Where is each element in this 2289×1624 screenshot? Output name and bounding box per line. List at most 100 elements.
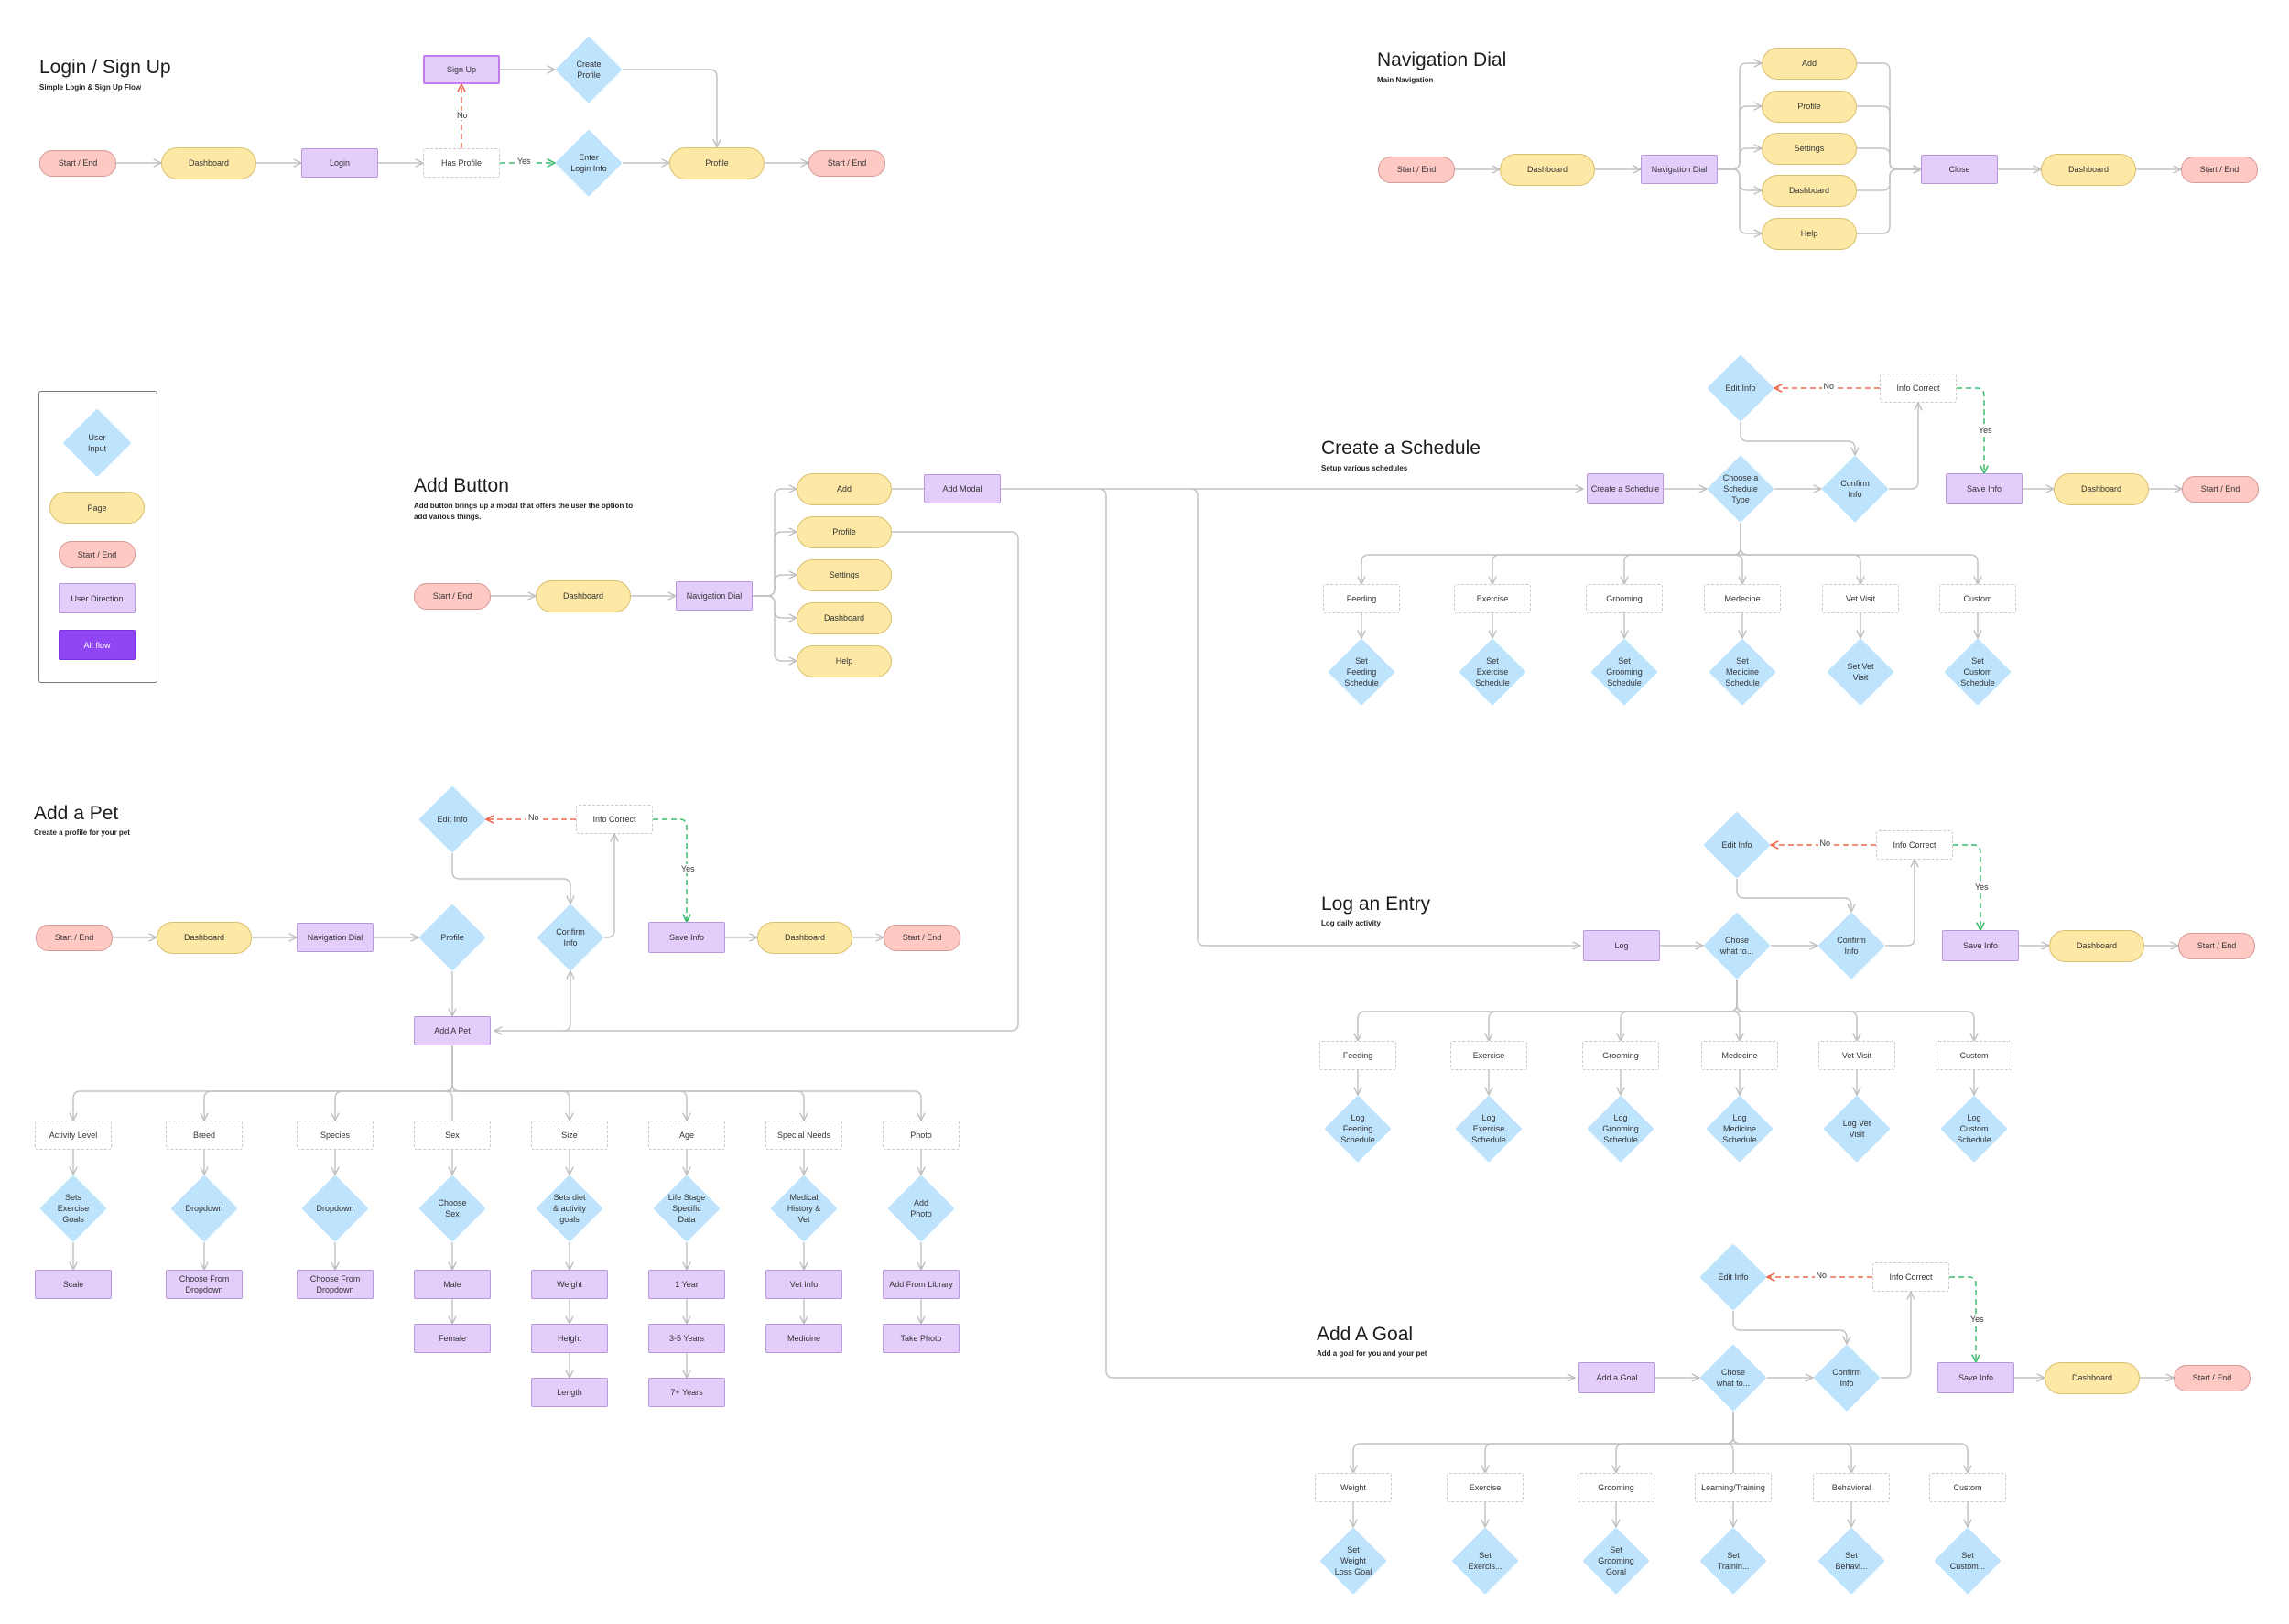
add-goal-save-info-node[interactable]: Save Info <box>1937 1362 2014 1393</box>
login-enter-info-node[interactable]: Enter Login Info <box>555 129 623 197</box>
add-goal-confirm-node[interactable]: Confirm Info <box>1813 1344 1881 1412</box>
pet-attribute-choice-node[interactable]: Add From Library <box>883 1270 960 1299</box>
pet-attribute-input-node[interactable]: Dropdown <box>301 1175 369 1242</box>
pet-attribute-node[interactable]: Special Needs <box>765 1121 842 1150</box>
log-entry-dashboard-node[interactable]: Dashboard <box>2049 929 2144 962</box>
addbtn-option-help-node[interactable]: Help <box>797 644 892 677</box>
add-goal-choose-node[interactable]: Chose what to... <box>1699 1344 1767 1412</box>
log-entry-option-input-node[interactable]: Log Feeding Schedule <box>1324 1095 1392 1163</box>
schedule-info-correct-node[interactable]: Info Correct <box>1880 374 1957 403</box>
pet-attribute-input-node[interactable]: Medical History & Vet <box>770 1175 838 1242</box>
login-dashboard-node[interactable]: Dashboard <box>161 146 256 179</box>
login-has-profile-node[interactable]: Has Profile <box>423 148 500 178</box>
pet-info-correct-node[interactable]: Info Correct <box>576 805 653 834</box>
schedule-option-input-node[interactable]: Set Feeding Schedule <box>1328 638 1395 706</box>
pet-attribute-choice-node[interactable]: Medicine <box>765 1324 842 1353</box>
add-goal-option-input-node[interactable]: Set Custom... <box>1934 1527 2002 1595</box>
nav-option-profile-node[interactable]: Profile <box>1762 90 1857 123</box>
addbtn-dial-node[interactable]: Navigation Dial <box>676 581 753 611</box>
add-goal-option-node[interactable]: Behavioral <box>1813 1473 1890 1502</box>
schedule-confirm-node[interactable]: Confirm Info <box>1821 455 1889 523</box>
add-goal-option-node[interactable]: Custom <box>1929 1473 2006 1502</box>
schedule-option-input-node[interactable]: Set Medicine Schedule <box>1709 638 1776 706</box>
pet-attribute-node[interactable]: Sex <box>414 1121 491 1150</box>
nav-end-node[interactable]: Start / End <box>2181 156 2258 183</box>
pet-add-pet-node[interactable]: Add A Pet <box>414 1016 491 1045</box>
schedule-option-node[interactable]: Custom <box>1939 584 2016 613</box>
log-entry-option-input-node[interactable]: Log Custom Schedule <box>1940 1095 2008 1163</box>
log-entry-option-node[interactable]: Vet Visit <box>1818 1041 1895 1070</box>
log-entry-option-node[interactable]: Grooming <box>1582 1041 1659 1070</box>
pet-profile-node[interactable]: Profile <box>418 904 486 971</box>
addbtn-option-profile-node[interactable]: Profile <box>797 515 892 548</box>
pet-attribute-choice-node[interactable]: 1 Year <box>648 1270 725 1299</box>
pet-attribute-input-node[interactable]: Dropdown <box>170 1175 238 1242</box>
schedule-save-info-node[interactable]: Save Info <box>1946 473 2023 504</box>
pet-attribute-choice-node[interactable]: Male <box>414 1270 491 1299</box>
nav-option-help-node[interactable]: Help <box>1762 217 1857 250</box>
add-goal-dashboard-node[interactable]: Dashboard <box>2045 1361 2140 1394</box>
nav-dial-node[interactable]: Navigation Dial <box>1641 155 1718 184</box>
add-goal-option-node[interactable]: Weight <box>1315 1473 1392 1502</box>
login-end-node[interactable]: Start / End <box>808 149 885 177</box>
addbtn-start-node[interactable]: Start / End <box>414 582 491 610</box>
log-entry-option-input-node[interactable]: Log Grooming Schedule <box>1587 1095 1654 1163</box>
log-entry-save-info-node[interactable]: Save Info <box>1942 930 2019 961</box>
log-entry-option-input-node[interactable]: Log Medicine Schedule <box>1706 1095 1774 1163</box>
add-goal-entry-node[interactable]: Add a Goal <box>1578 1362 1655 1393</box>
pet-dial-node[interactable]: Navigation Dial <box>297 923 374 952</box>
pet-save-info-node[interactable]: Save Info <box>648 922 725 953</box>
pet-attribute-choice-node[interactable]: Weight <box>531 1270 608 1299</box>
schedule-option-node[interactable]: Medecine <box>1704 584 1781 613</box>
schedule-option-input-node[interactable]: Set Custom Schedule <box>1944 638 2012 706</box>
pet-attribute-choice-node[interactable]: Take Photo <box>883 1324 960 1353</box>
log-entry-end-node[interactable]: Start / End <box>2178 932 2255 959</box>
pet-attribute-choice-node[interactable]: Choose From Dropdown <box>166 1270 243 1299</box>
add-goal-option-input-node[interactable]: Set Weight Loss Goal <box>1319 1527 1387 1595</box>
addbtn-modal-node[interactable]: Add Modal <box>924 474 1001 503</box>
add-goal-option-input-node[interactable]: Set Exercis... <box>1451 1527 1519 1595</box>
schedule-end-node[interactable]: Start / End <box>2182 475 2259 503</box>
add-goal-end-node[interactable]: Start / End <box>2174 1364 2251 1391</box>
add-goal-edit-info-node[interactable]: Edit Info <box>1699 1243 1767 1311</box>
pet-attribute-node[interactable]: Activity Level <box>35 1121 112 1150</box>
pet-edit-info-node[interactable]: Edit Info <box>418 785 486 853</box>
log-entry-option-node[interactable]: Feeding <box>1319 1041 1396 1070</box>
schedule-option-input-node[interactable]: Set Exercise Schedule <box>1459 638 1526 706</box>
pet-attribute-input-node[interactable]: Sets diet & activity goals <box>536 1175 603 1242</box>
schedule-edit-info-node[interactable]: Edit Info <box>1707 354 1774 422</box>
schedule-option-input-node[interactable]: Set Vet Visit <box>1827 638 1894 706</box>
pet-end-node[interactable]: Start / End <box>884 924 960 951</box>
log-entry-option-node[interactable]: Exercise <box>1450 1041 1527 1070</box>
log-entry-entry-node[interactable]: Log <box>1583 930 1660 961</box>
log-entry-confirm-node[interactable]: Confirm Info <box>1817 912 1885 980</box>
log-entry-edit-info-node[interactable]: Edit Info <box>1703 811 1771 879</box>
schedule-option-node[interactable]: Exercise <box>1454 584 1531 613</box>
nav-close-node[interactable]: Close <box>1921 155 1998 184</box>
schedule-choose-node[interactable]: Choose a Schedule Type <box>1707 455 1774 523</box>
pet-attribute-choice-node[interactable]: Female <box>414 1324 491 1353</box>
pet-dashboard-node[interactable]: Dashboard <box>157 921 252 954</box>
pet-confirm-node[interactable]: Confirm Info <box>537 904 604 971</box>
add-goal-option-input-node[interactable]: Set Trainin... <box>1699 1527 1767 1595</box>
pet-attribute-input-node[interactable]: Life Stage Specific Data <box>653 1175 721 1242</box>
pet-attribute-node[interactable]: Photo <box>883 1121 960 1150</box>
nav-dashboard-node[interactable]: Dashboard <box>1500 153 1595 186</box>
log-entry-option-node[interactable]: Custom <box>1936 1041 2012 1070</box>
add-goal-info-correct-node[interactable]: Info Correct <box>1872 1262 1949 1292</box>
add-goal-option-input-node[interactable]: Set Grooming Goral <box>1582 1527 1650 1595</box>
pet-attribute-node[interactable]: Breed <box>166 1121 243 1150</box>
pet-attribute-node[interactable]: Species <box>297 1121 374 1150</box>
nav-option-settings-node[interactable]: Settings <box>1762 132 1857 165</box>
log-entry-option-node[interactable]: Medecine <box>1701 1041 1778 1070</box>
schedule-option-node[interactable]: Feeding <box>1323 584 1400 613</box>
login-profile-node[interactable]: Profile <box>669 146 765 179</box>
addbtn-option-dashboard-node[interactable]: Dashboard <box>797 601 892 634</box>
add-goal-option-node[interactable]: Learning/Training <box>1695 1473 1772 1502</box>
pet-attribute-input-node[interactable]: Choose Sex <box>418 1175 486 1242</box>
log-entry-info-correct-node[interactable]: Info Correct <box>1876 830 1953 860</box>
add-goal-option-input-node[interactable]: Set Behavi... <box>1817 1527 1885 1595</box>
addbtn-dashboard-node[interactable]: Dashboard <box>536 579 631 612</box>
pet-attribute-choice-node[interactable]: Choose From Dropdown <box>297 1270 374 1299</box>
nav-option-dashboard-node[interactable]: Dashboard <box>1762 174 1857 207</box>
